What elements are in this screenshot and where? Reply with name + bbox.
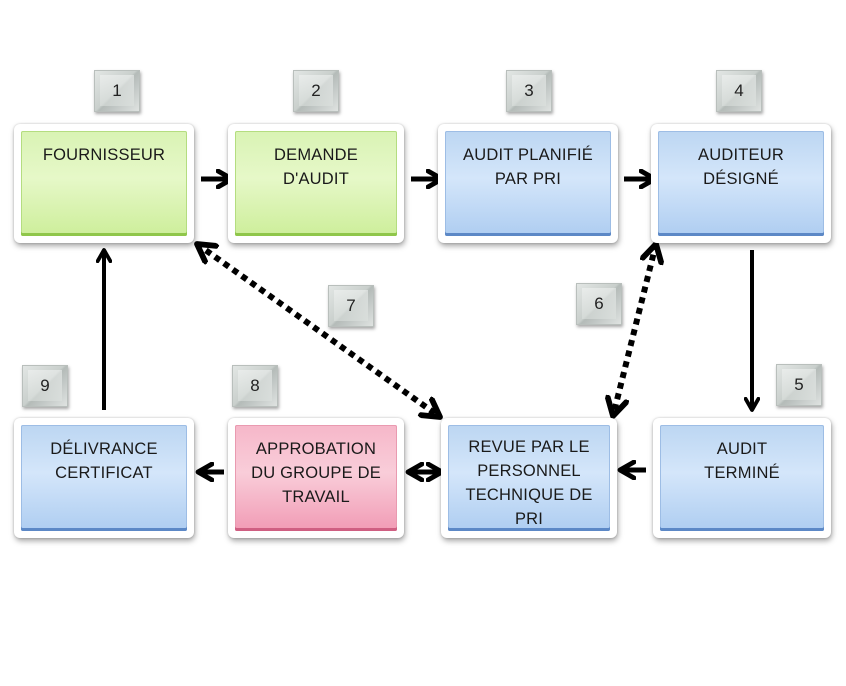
step-label-line: TERMINÉ — [704, 464, 780, 482]
step-label-line: APPROBATION — [255, 440, 377, 458]
step-label-line: TECHNIQUE DE — [465, 486, 593, 504]
dotted-arrow-revue-auditeur — [613, 244, 656, 416]
step-label-line: DÉLIVRANCE — [50, 440, 158, 458]
step-label-line: TRAVAIL — [282, 488, 350, 506]
step-box-audit-planifie: AUDIT PLANIFIÉ PAR PRI — [438, 124, 618, 243]
step-label-line: AUDIT — [716, 440, 768, 458]
step-label-line: PERSONNEL — [477, 462, 581, 480]
step-label-line: PRI — [514, 510, 544, 528]
step-box-fournisseur: FOURNISSEUR — [14, 124, 194, 243]
step-number-badge-6: 6 — [576, 283, 622, 325]
step-label-line: DÉSIGNÉ — [703, 170, 779, 188]
dotted-arrow-revue-fournisseur — [197, 244, 440, 417]
step-number-badge-2: 2 — [293, 70, 339, 112]
step-number-badge-5: 5 — [776, 364, 822, 406]
step-number-badge-8: 8 — [232, 365, 278, 407]
step-box-demande-audit: DEMANDE D'AUDIT — [228, 124, 404, 243]
step-label-line: DEMANDE — [274, 146, 358, 164]
step-label-line: REVUE PAR LE — [468, 438, 590, 456]
step-box-approbation-groupe: APPROBATION DU GROUPE DE TRAVAIL — [228, 418, 404, 538]
step-label-fournisseur: FOURNISSEUR — [42, 146, 166, 164]
step-box-auditeur-designe: AUDITEUR DÉSIGNÉ — [651, 124, 831, 243]
step-number-badge-1: 1 — [94, 70, 140, 112]
step-label-line: CERTIFICAT — [55, 464, 153, 482]
step-label-line: D'AUDIT — [283, 170, 349, 188]
step-number-badge-4: 4 — [716, 70, 762, 112]
step-label-line: AUDITEUR — [698, 146, 784, 164]
step-number-badge-3: 3 — [506, 70, 552, 112]
step-box-revue-personnel: REVUE PAR LE PERSONNEL TECHNIQUE DE PRI — [441, 418, 617, 538]
step-label-line: PAR PRI — [494, 170, 562, 188]
step-number-badge-9: 9 — [22, 365, 68, 407]
step-label-line: AUDIT PLANIFIÉ — [463, 146, 593, 164]
step-box-audit-termine: AUDIT TERMINÉ — [653, 418, 831, 538]
step-box-delivrance-certificat: DÉLIVRANCE CERTIFICAT — [14, 418, 194, 538]
step-label-line: DU GROUPE DE — [251, 464, 381, 482]
step-number-badge-7: 7 — [328, 285, 374, 327]
